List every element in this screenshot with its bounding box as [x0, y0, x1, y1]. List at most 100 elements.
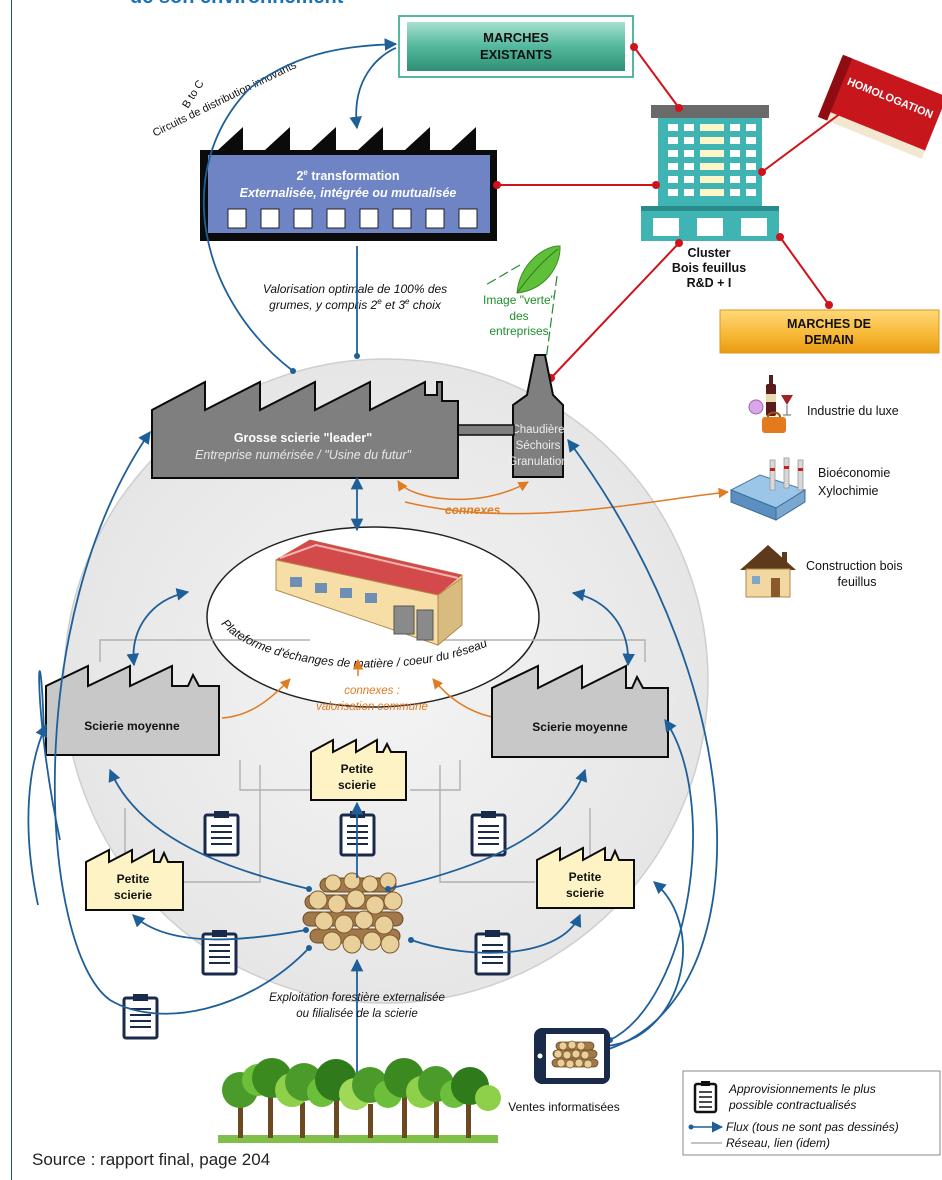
green-leaf-icon [516, 245, 561, 294]
legend: Approvisionnements le plus possible cont… [682, 1070, 941, 1156]
construction-label-line2: feuillus [838, 575, 877, 589]
flow-arrow [609, 718, 694, 1041]
existing-markets-box: MARCHES EXISTANTS [398, 15, 634, 78]
green-image-line2: des [509, 309, 528, 323]
medium-sawmill-left: Scierie moyenne [45, 664, 220, 756]
forest-line2: ou filialisée de la scierie [296, 1008, 417, 1020]
leader-subtitle: Entreprise numérisée / "Usine du futur" [195, 448, 411, 462]
legend-item2: Flux (tous ne sont pas dessinés) [726, 1120, 899, 1134]
connexes-mid-arrows [221, 658, 493, 719]
small-sawmill-center: Petite scierie [310, 738, 407, 801]
red-links [497, 46, 846, 379]
future-markets-line1: MARCHES DE [787, 317, 871, 331]
red-link [550, 242, 680, 379]
flow-arrow [387, 768, 588, 890]
luxury-label: Industrie du luxe [807, 404, 899, 418]
legend-contract-icon [693, 1081, 718, 1114]
chimney-line2: Séchoirs [516, 440, 561, 452]
flow-arrow [53, 430, 310, 1015]
flow-arrows [27, 38, 718, 1110]
flow-arrow [349, 47, 397, 130]
boiler-chimney: Chaudière Séchoirs Granulation [508, 354, 568, 478]
green-dashed-link [544, 275, 558, 369]
green-image-line1: Image "verte" [483, 293, 555, 307]
warehouse-icon [275, 539, 463, 647]
small-sawmill-center-line2: scierie [338, 778, 376, 792]
existing-markets-line2: EXISTANTS [480, 47, 552, 62]
network-link [239, 760, 310, 791]
bioeconomy-factory-icon [729, 457, 807, 521]
small-sawmill-left-line1: Petite [117, 872, 150, 886]
leader-title: Grosse scierie "leader" [234, 431, 372, 445]
cluster-line2: Bois feuillus [672, 261, 746, 275]
contract-icon [203, 811, 240, 857]
flow-arrow [571, 588, 635, 667]
future-markets-box: MARCHES DE DEMAIN [719, 309, 940, 354]
network-link [180, 765, 261, 883]
red-link [761, 109, 846, 173]
tablet-icon [534, 1028, 610, 1084]
homologation-book-icon: HOMOLOGATION [817, 54, 942, 159]
contract-icon [470, 811, 507, 857]
cluster-line1: Cluster [687, 246, 730, 260]
green-image-line3: entreprises [489, 324, 548, 338]
chimney-line1: Chaudière [511, 424, 564, 436]
future-markets-line2: DEMAIN [804, 333, 853, 347]
small-sawmill-right: Petite scierie [536, 846, 635, 909]
connexes-top-arrows [397, 480, 730, 515]
medium-sawmill-right: Scierie moyenne [491, 664, 669, 758]
forest-line1: Exploitation forestière externalisée [269, 992, 445, 1004]
valorisation-line2: grumes, y compris 2e et 3e choix [269, 297, 442, 312]
source-caption: Source : rapport final, page 204 [32, 1150, 271, 1169]
legend-item1-line2: possible contractualisés [728, 1098, 856, 1112]
red-link [779, 236, 830, 306]
flow-arrow [132, 914, 307, 941]
connexes-mid-line1: connexes : [344, 685, 400, 697]
red-link [633, 46, 680, 109]
network-link [440, 639, 646, 662]
medium-sawmill-right-label: Scierie moyenne [532, 720, 628, 734]
cluster-line3: R&D + I [687, 276, 732, 290]
leader-sawmill: Grosse scierie "leader" Entreprise numér… [151, 380, 459, 479]
second-transformation-factory: 2e transformation Externalisée, intégrée… [200, 127, 497, 241]
connexes-arrow [404, 487, 730, 515]
cluster-building: Cluster Bois feuillus R&D + I [641, 105, 779, 290]
contract-icon [122, 994, 159, 1040]
flow-dots [290, 353, 613, 1043]
transformation-subtitle: Externalisée, intégrée ou mutualisée [240, 186, 457, 200]
contract-icon [201, 930, 238, 976]
connexes-mid-line2: valorisation commune [316, 701, 428, 713]
flow-arrow [126, 588, 190, 667]
connexes-arrow [221, 678, 291, 719]
green-dashed-links [483, 264, 558, 369]
construction-label-line1: Construction bois [806, 559, 903, 573]
connexes-arrow [432, 678, 493, 718]
contract-icon [474, 930, 511, 976]
small-sawmill-left: Petite scierie [85, 848, 184, 911]
header-title-fragment: de son environnement [130, 0, 343, 9]
connexes-arrow [397, 480, 529, 501]
legend-item3: Réseau, lien (idem) [726, 1136, 830, 1150]
luxury-icon [748, 375, 793, 433]
small-sawmill-right-line2: scierie [566, 886, 604, 900]
flow-arrow [567, 438, 718, 1051]
transformation-title: 2e transformation [296, 168, 399, 183]
sales-label: Ventes informatisées [508, 1100, 619, 1114]
log-pile-icon [302, 872, 404, 954]
house-icon [740, 545, 796, 598]
green-dashed-link [483, 264, 521, 287]
small-sawmill-right-line1: Petite [569, 870, 602, 884]
valorisation-line1: Valorisation optimale de 100% des [263, 282, 447, 296]
network-link [99, 639, 310, 662]
leader-pipe [457, 424, 515, 436]
chimney-line3: Granulation [508, 456, 567, 468]
red-link-dots [493, 43, 849, 382]
flow-arrow [202, 38, 398, 372]
bioeco-label-line2: Xylochimie [818, 484, 878, 498]
small-sawmill-center-line1: Petite [341, 762, 374, 776]
connexes-top-label: connexes [445, 503, 501, 517]
small-sawmill-left-line2: scierie [114, 888, 152, 902]
forest-icon [218, 1058, 501, 1143]
flow-arrow [27, 723, 48, 906]
